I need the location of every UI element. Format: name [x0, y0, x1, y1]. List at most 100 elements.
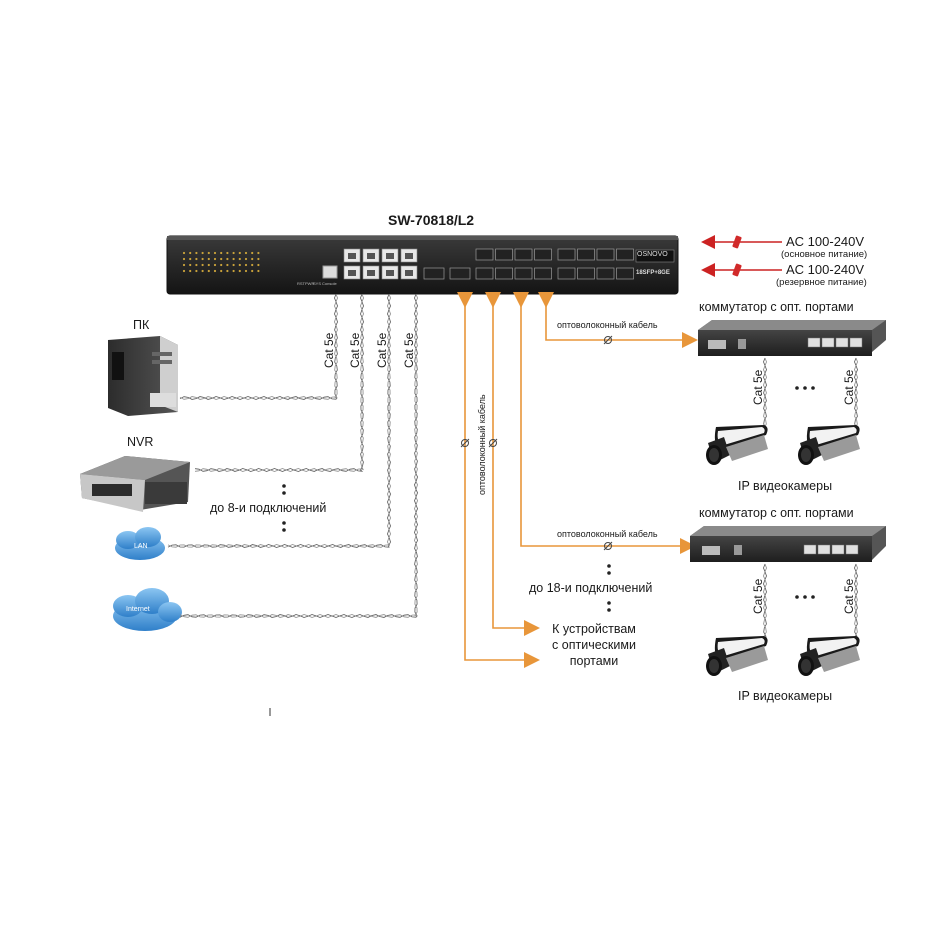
status-led: [238, 263, 241, 267]
status-led: [220, 263, 223, 267]
sfp-port: [495, 248, 513, 261]
sfp-port: [514, 267, 533, 280]
optical-devices-line3: портами: [569, 654, 619, 668]
power-inputs: [701, 235, 782, 277]
status-led: [226, 269, 229, 273]
status-led: [207, 257, 210, 261]
status-led: [226, 251, 229, 255]
sfp-port: [596, 248, 615, 261]
sfp-ports: [423, 248, 634, 280]
cable-label-cat5e: Cat 5e: [375, 332, 389, 368]
rj45-port: [849, 337, 863, 348]
top-cameras-label: IP видеокамеры: [738, 479, 833, 493]
status-led: [201, 257, 204, 261]
copper-connections-note: до 8-и подключений: [210, 501, 327, 515]
switch-badge: 18SFP+8GE: [636, 270, 670, 276]
pc-icon: [108, 336, 178, 416]
cable-lan: [167, 293, 391, 548]
sfp-port: [616, 267, 634, 280]
status-led: [220, 251, 223, 255]
main-switch-model: SW-70818/L2: [388, 212, 475, 228]
status-led: [226, 257, 229, 261]
power-backup-note: (резервное питание): [776, 277, 867, 288]
status-led: [244, 269, 248, 273]
sfp-port: [577, 267, 595, 280]
optical-devices-line1: К устройствам: [552, 622, 636, 636]
fiber-link-optical-2: [457, 292, 540, 668]
status-led: [195, 263, 198, 267]
fiber-link-optical-1: [485, 292, 540, 636]
sfp-port: [577, 248, 595, 261]
console-port: [322, 265, 338, 279]
fiber-connections-note: до 18-и подключений: [529, 581, 653, 595]
status-led: [189, 263, 192, 267]
top-switch-title: коммутатор с опт. портами: [699, 300, 854, 314]
sfp-port: [423, 267, 445, 280]
sfp-port: [475, 267, 494, 280]
fiber-links: [457, 292, 698, 668]
status-led: [182, 257, 186, 261]
status-led: [238, 269, 241, 273]
status-led: [244, 257, 248, 261]
nvr-icon: [80, 456, 190, 512]
sfp-port: [557, 248, 576, 261]
status-led: [207, 269, 210, 273]
sfp-port: [534, 248, 552, 261]
status-led: [220, 257, 223, 261]
cable-label-cat5e: Cat 5e: [322, 332, 336, 368]
status-led: [232, 251, 235, 255]
brand-name: OSNOVO: [637, 251, 668, 258]
status-led: [232, 269, 235, 273]
ellipsis-dots: [795, 386, 815, 599]
cable-internet: [179, 293, 418, 618]
port-label-pwr: PWR: [305, 281, 315, 286]
plug-icon: [732, 263, 742, 277]
rj45-port: [831, 544, 845, 555]
camera-cable: [763, 563, 767, 641]
status-led: [257, 269, 260, 273]
status-led: [213, 251, 217, 255]
status-led: [244, 251, 248, 255]
ip-camera-icon: [706, 636, 768, 676]
fiber-vertical-label: оптоволоконный кабель: [477, 394, 487, 495]
status-led: [189, 269, 192, 273]
rj45-port: [821, 337, 835, 348]
rj45-port: [835, 337, 849, 348]
fiber-top-label: оптоволоконный кабель: [557, 320, 658, 330]
rj45-port: [803, 544, 817, 555]
main-switch: [166, 235, 679, 295]
plug-icon: [732, 235, 742, 249]
camera-cables: [763, 357, 858, 641]
ip-camera-icon: [798, 425, 860, 465]
sfp-port: [475, 248, 494, 261]
sfp-port: [616, 248, 634, 261]
sfp-port: [596, 267, 615, 280]
cable-label-cat5e: Cat 5e: [348, 332, 362, 368]
status-led: [244, 263, 248, 267]
status-led: [257, 257, 260, 261]
status-led: [251, 257, 254, 261]
status-led: [251, 263, 254, 267]
ip-camera-icon: [798, 636, 860, 676]
status-led: [257, 251, 260, 255]
lan-cloud-icon: [115, 527, 165, 560]
internet-cloud-icon: [113, 588, 182, 631]
status-led: [232, 257, 235, 261]
pc-label: ПК: [133, 318, 150, 332]
power-main-note: (основное питание): [781, 249, 868, 260]
status-led: [201, 251, 204, 255]
ip-camera-icon: [706, 425, 768, 465]
status-led: [182, 263, 186, 267]
status-led: [257, 263, 260, 267]
camera-cable: [763, 357, 767, 429]
copper-cables: [167, 293, 418, 618]
status-led: [238, 251, 241, 255]
ip-cameras: [706, 425, 860, 676]
sfp-slot: [708, 340, 726, 349]
status-led: [213, 257, 217, 261]
port-label-sys: SYS: [313, 281, 322, 286]
cable-nvr: [194, 293, 364, 472]
status-led: [207, 251, 210, 255]
